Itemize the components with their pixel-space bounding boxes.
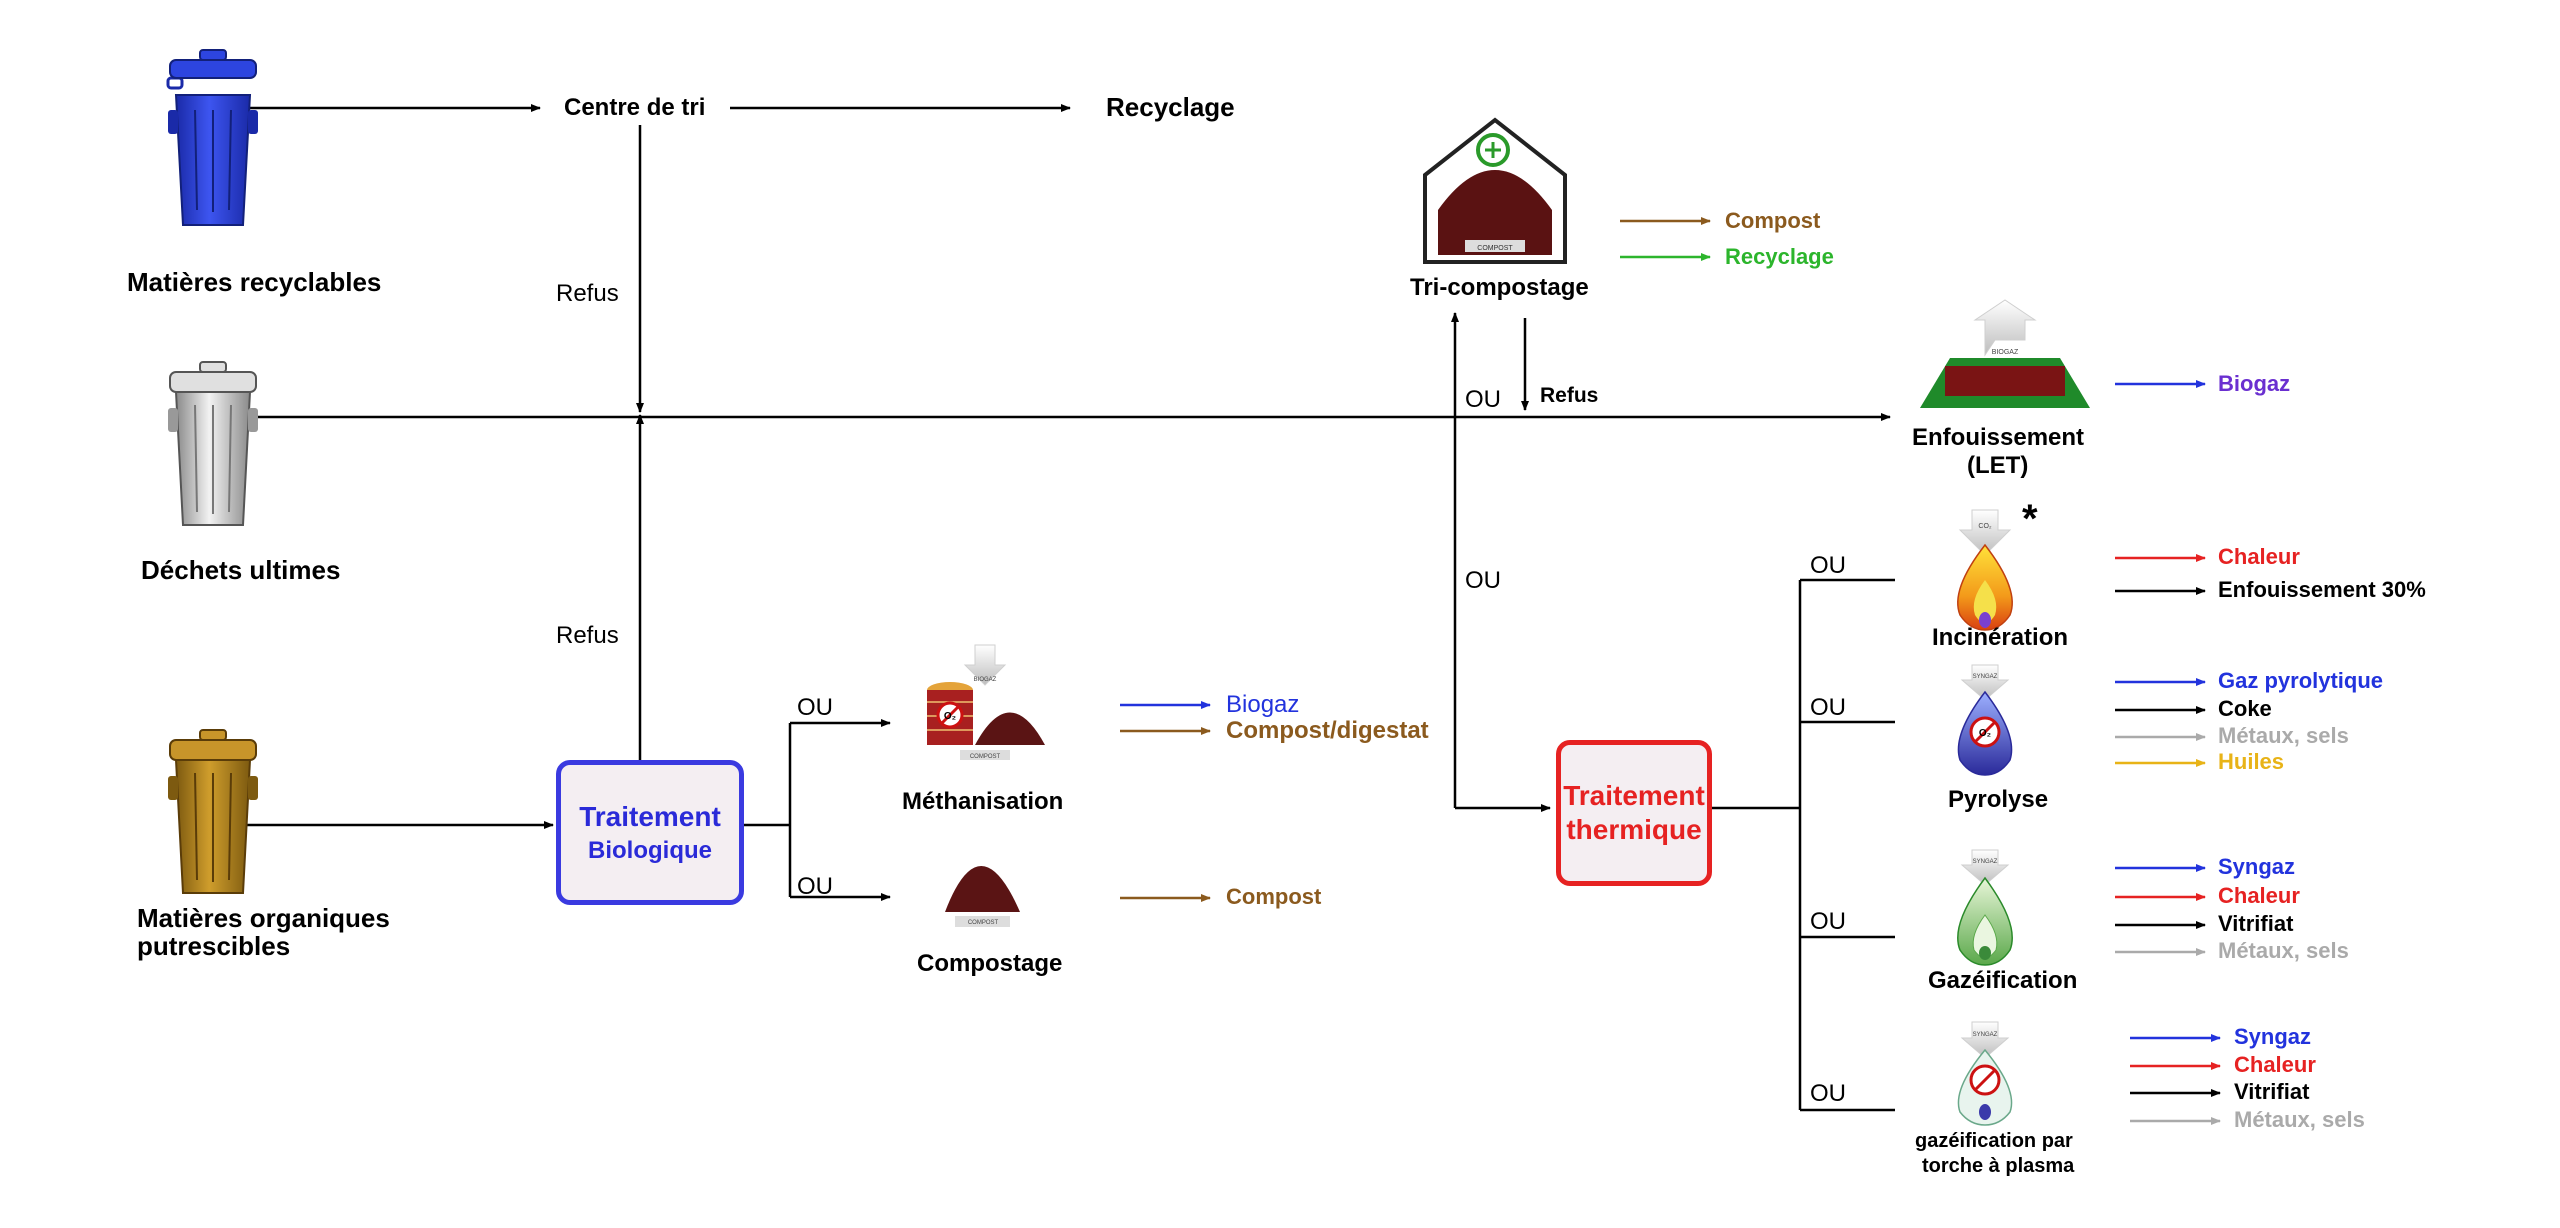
label-ou-pyrolyse: OU	[1810, 694, 1846, 721]
label-ou-methanisation: OU	[797, 694, 833, 721]
incineration-flame-icon: CO₂	[1957, 509, 2013, 631]
label-refus-tri-compostage: Refus	[1540, 384, 1599, 407]
svg-text:SYNGAZ: SYNGAZ	[1973, 674, 1998, 680]
out-incineration-chaleur: Chaleur	[2218, 544, 2300, 569]
label-recyclage: Recyclage	[1106, 92, 1235, 122]
out-gazeification-vitrifiat: Vitrifiat	[2218, 911, 2294, 936]
box-traitement-biologique: Traitement Biologique	[556, 760, 744, 905]
label-methanisation: Méthanisation	[902, 788, 1064, 815]
label-refus-top: Refus	[556, 280, 619, 307]
label-matieres-organiques-2: putrescibles	[137, 931, 291, 961]
box-traitement-thermique: Traitement thermique	[1556, 740, 1712, 886]
label-enfouissement-2: (LET)	[1967, 452, 2029, 479]
label-ou-gazeification: OU	[1810, 908, 1846, 935]
out-pyrolyse-metaux: Métaux, sels	[2218, 723, 2349, 748]
out-plasma-chaleur: Chaleur	[2234, 1052, 2316, 1077]
label-gazeification: Gazéification	[1928, 967, 2078, 994]
out-tri-compost: Compost	[1725, 208, 1821, 233]
out-pyrolyse-gaz: Gaz pyrolytique	[2218, 668, 2384, 693]
label-ou-compostage: OU	[797, 873, 833, 900]
methanisation-icon: BIOGAZ O₂ COMPOST	[927, 644, 1045, 760]
gazeification-flame-icon: SYNGAZ	[1957, 849, 2013, 966]
svg-text:COMPOST: COMPOST	[970, 754, 1001, 760]
label-ou-tri-compostage: OU	[1465, 386, 1501, 413]
out-compostage-compost: Compost	[1226, 884, 1322, 909]
out-pyrolyse-coke: Coke	[2218, 696, 2272, 721]
label-matieres-organiques-1: Matières organiques	[137, 903, 390, 933]
label-enfouissement-1: Enfouissement	[1912, 424, 2085, 451]
out-gazeification-syngaz: Syngaz	[2218, 854, 2296, 879]
label-ou-incineration: OU	[1810, 552, 1846, 579]
label-refus-bottom: Refus	[556, 622, 619, 649]
label-centre-de-tri: Centre de tri	[564, 94, 706, 121]
label-incineration: Incinération	[1932, 624, 2069, 651]
label-dechets-ultimes: Déchets ultimes	[141, 555, 341, 585]
plasma-torch-icon: SYNGAZ	[1957, 1021, 2013, 1126]
grey-garbage-bin-icon	[168, 361, 258, 526]
label-traitement-therm-1: Traitement	[1563, 780, 1705, 811]
svg-text:SYNGAZ: SYNGAZ	[1973, 859, 1998, 865]
label-tri-compostage: Tri-compostage	[1410, 274, 1589, 301]
tri-compostage-building-icon: COMPOST	[1423, 117, 1567, 264]
svg-text:O₂: O₂	[1979, 728, 1991, 739]
out-plasma-syngaz: Syngaz	[2234, 1024, 2312, 1049]
methanisation-o2-label: O₂	[944, 711, 956, 722]
brown-organic-bin-icon	[168, 729, 258, 894]
out-incineration-enfouissement: Enfouissement 30%	[2218, 577, 2426, 602]
pyrolyse-flame-icon: SYNGAZ O₂	[1957, 664, 2013, 776]
label-plasma-1: gazéification par	[1915, 1130, 2073, 1152]
tri-compost-icon-label: COMPOST	[1477, 245, 1513, 252]
label-compostage: Compostage	[917, 950, 1063, 977]
out-pyrolyse-huiles: Huiles	[2218, 749, 2285, 774]
incineration-co2-label: CO₂	[1978, 523, 1992, 530]
label-traitement-bio-1: Traitement	[579, 800, 721, 832]
out-methanisation-compost: Compost/digestat	[1226, 717, 1429, 744]
label-asterisk: *	[2022, 497, 2038, 541]
label-pyrolyse: Pyrolyse	[1948, 786, 2049, 813]
landfill-icon: BIOGAZ	[1920, 299, 2090, 408]
label-ou-plasma: OU	[1810, 1080, 1846, 1107]
landfill-biogaz-label: BIOGAZ	[1992, 349, 2019, 356]
out-gazeification-chaleur: Chaleur	[2218, 883, 2300, 908]
out-tri-recyclage: Recyclage	[1725, 244, 1834, 269]
label-ou-thermique: OU	[1465, 567, 1501, 594]
out-enfouissement-biogaz: Biogaz	[2218, 371, 2291, 396]
svg-text:COMPOST: COMPOST	[968, 920, 999, 926]
label-traitement-bio-2: Biologique	[588, 836, 712, 864]
svg-text:BIOGAZ: BIOGAZ	[974, 677, 997, 683]
out-plasma-metaux: Métaux, sels	[2234, 1107, 2365, 1132]
out-plasma-vitrifiat: Vitrifiat	[2234, 1079, 2310, 1104]
label-traitement-therm-2: thermique	[1566, 814, 1702, 845]
out-gazeification-metaux: Métaux, sels	[2218, 938, 2349, 963]
label-matieres-recyclables: Matières recyclables	[127, 267, 382, 297]
label-plasma-2: torche à plasma	[1922, 1155, 2075, 1177]
blue-recycling-bin-icon	[166, 49, 258, 226]
out-methanisation-biogaz: Biogaz	[1226, 691, 1300, 718]
svg-text:SYNGAZ: SYNGAZ	[1973, 1032, 1998, 1038]
compostage-icon: COMPOST	[945, 866, 1020, 927]
